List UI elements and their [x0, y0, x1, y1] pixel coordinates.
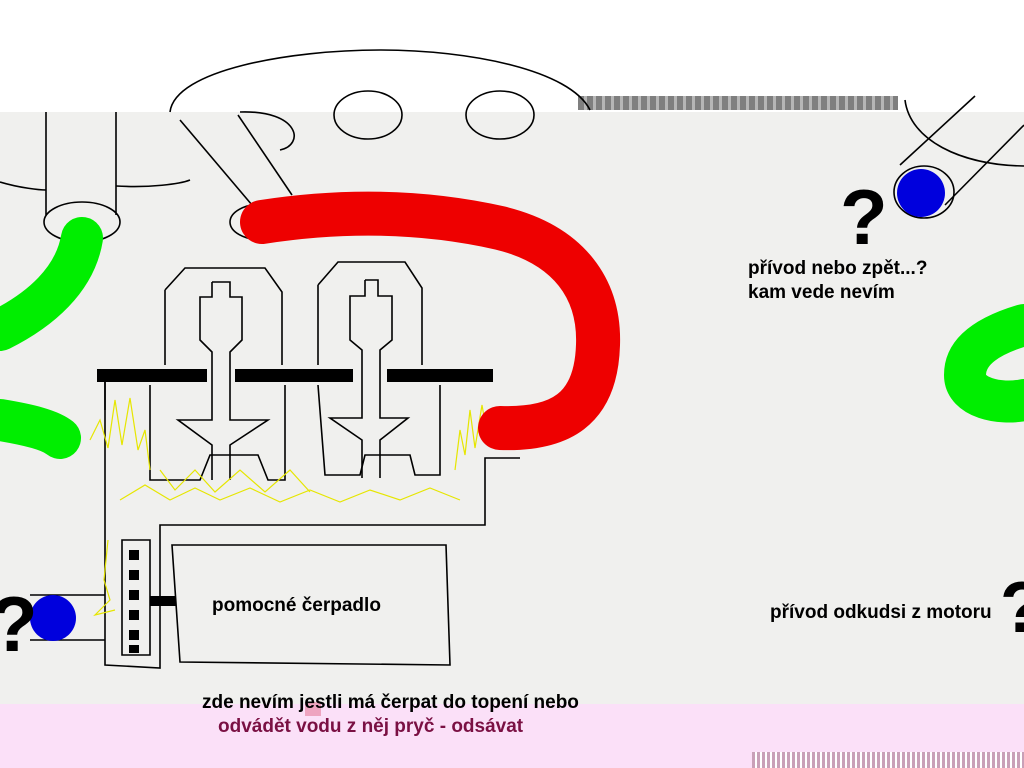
- plate-mid: [235, 369, 353, 382]
- right-pipe-wall-1: [899, 95, 976, 166]
- left-arc-2: [115, 179, 191, 188]
- green-pipe-left-top: [0, 217, 103, 351]
- label-right-top-line2: kam vede nevím: [748, 282, 895, 303]
- tank-hole-2: [465, 90, 535, 140]
- question-mark-bottom-right: ?: [1000, 572, 1024, 644]
- center-pipe-wall-2: [237, 114, 293, 196]
- question-mark-bottom-left: ?: [0, 585, 38, 663]
- pump-shaft-housing: [121, 539, 151, 656]
- label-pump: pomocné čerpadlo: [212, 595, 381, 616]
- dither-artifact-top: [578, 96, 898, 110]
- label-bottom-line1: zde nevím jestli má čerpat do topení neb…: [202, 692, 579, 713]
- dither-artifact-corner: [752, 752, 1024, 768]
- flame-down: [93, 539, 116, 617]
- top-background: [0, 0, 1024, 112]
- body-frame: [104, 380, 520, 669]
- left-arc: [0, 181, 47, 191]
- left-burner-outline: [164, 267, 283, 365]
- flame-right: [454, 404, 489, 471]
- blue-connector-bottom-left: [30, 595, 76, 641]
- pump-box: [171, 544, 451, 666]
- flames: [89, 397, 489, 617]
- tank-outline: [169, 49, 591, 113]
- label-right-top-line1: přívod nebo zpět...?: [748, 258, 928, 279]
- blue-connector-top-right: [897, 169, 945, 217]
- right-pipe-wall-2: [944, 124, 1024, 206]
- green-pipe-right: [943, 304, 1024, 423]
- flame-left: [89, 397, 151, 471]
- pump-shaft-dots: [129, 550, 139, 653]
- tank-hole-1: [333, 90, 403, 140]
- label-right-bottom: přívod odkudsi z motoru: [770, 602, 992, 623]
- question-mark-top-right: ?: [840, 173, 888, 261]
- right-tank-arc: [904, 99, 1024, 167]
- left-burner-lower: [149, 385, 286, 481]
- flame-mid: [159, 469, 311, 493]
- right-burner-lower: [317, 384, 441, 476]
- green-pipe-left-bottom: [0, 399, 81, 459]
- center-pipe-wall-1: [179, 119, 253, 206]
- label-bottom-line2: odvádět vodu z něj pryč - odsávat: [218, 716, 524, 737]
- green-pipes: [0, 217, 1024, 459]
- red-pipe: [240, 191, 621, 451]
- plates: [97, 369, 493, 606]
- pump-shaft-link: [150, 596, 176, 606]
- right-burner-outline: [317, 261, 423, 365]
- tank-inner-arc: [239, 111, 295, 151]
- left-nozzle: [175, 281, 271, 480]
- plate-right: [387, 369, 493, 382]
- artifact-small: [305, 702, 321, 716]
- right-pipe-end: [893, 165, 955, 219]
- right-nozzle: [327, 279, 411, 478]
- plate-left: [97, 369, 207, 382]
- flame-bottom: [119, 484, 461, 503]
